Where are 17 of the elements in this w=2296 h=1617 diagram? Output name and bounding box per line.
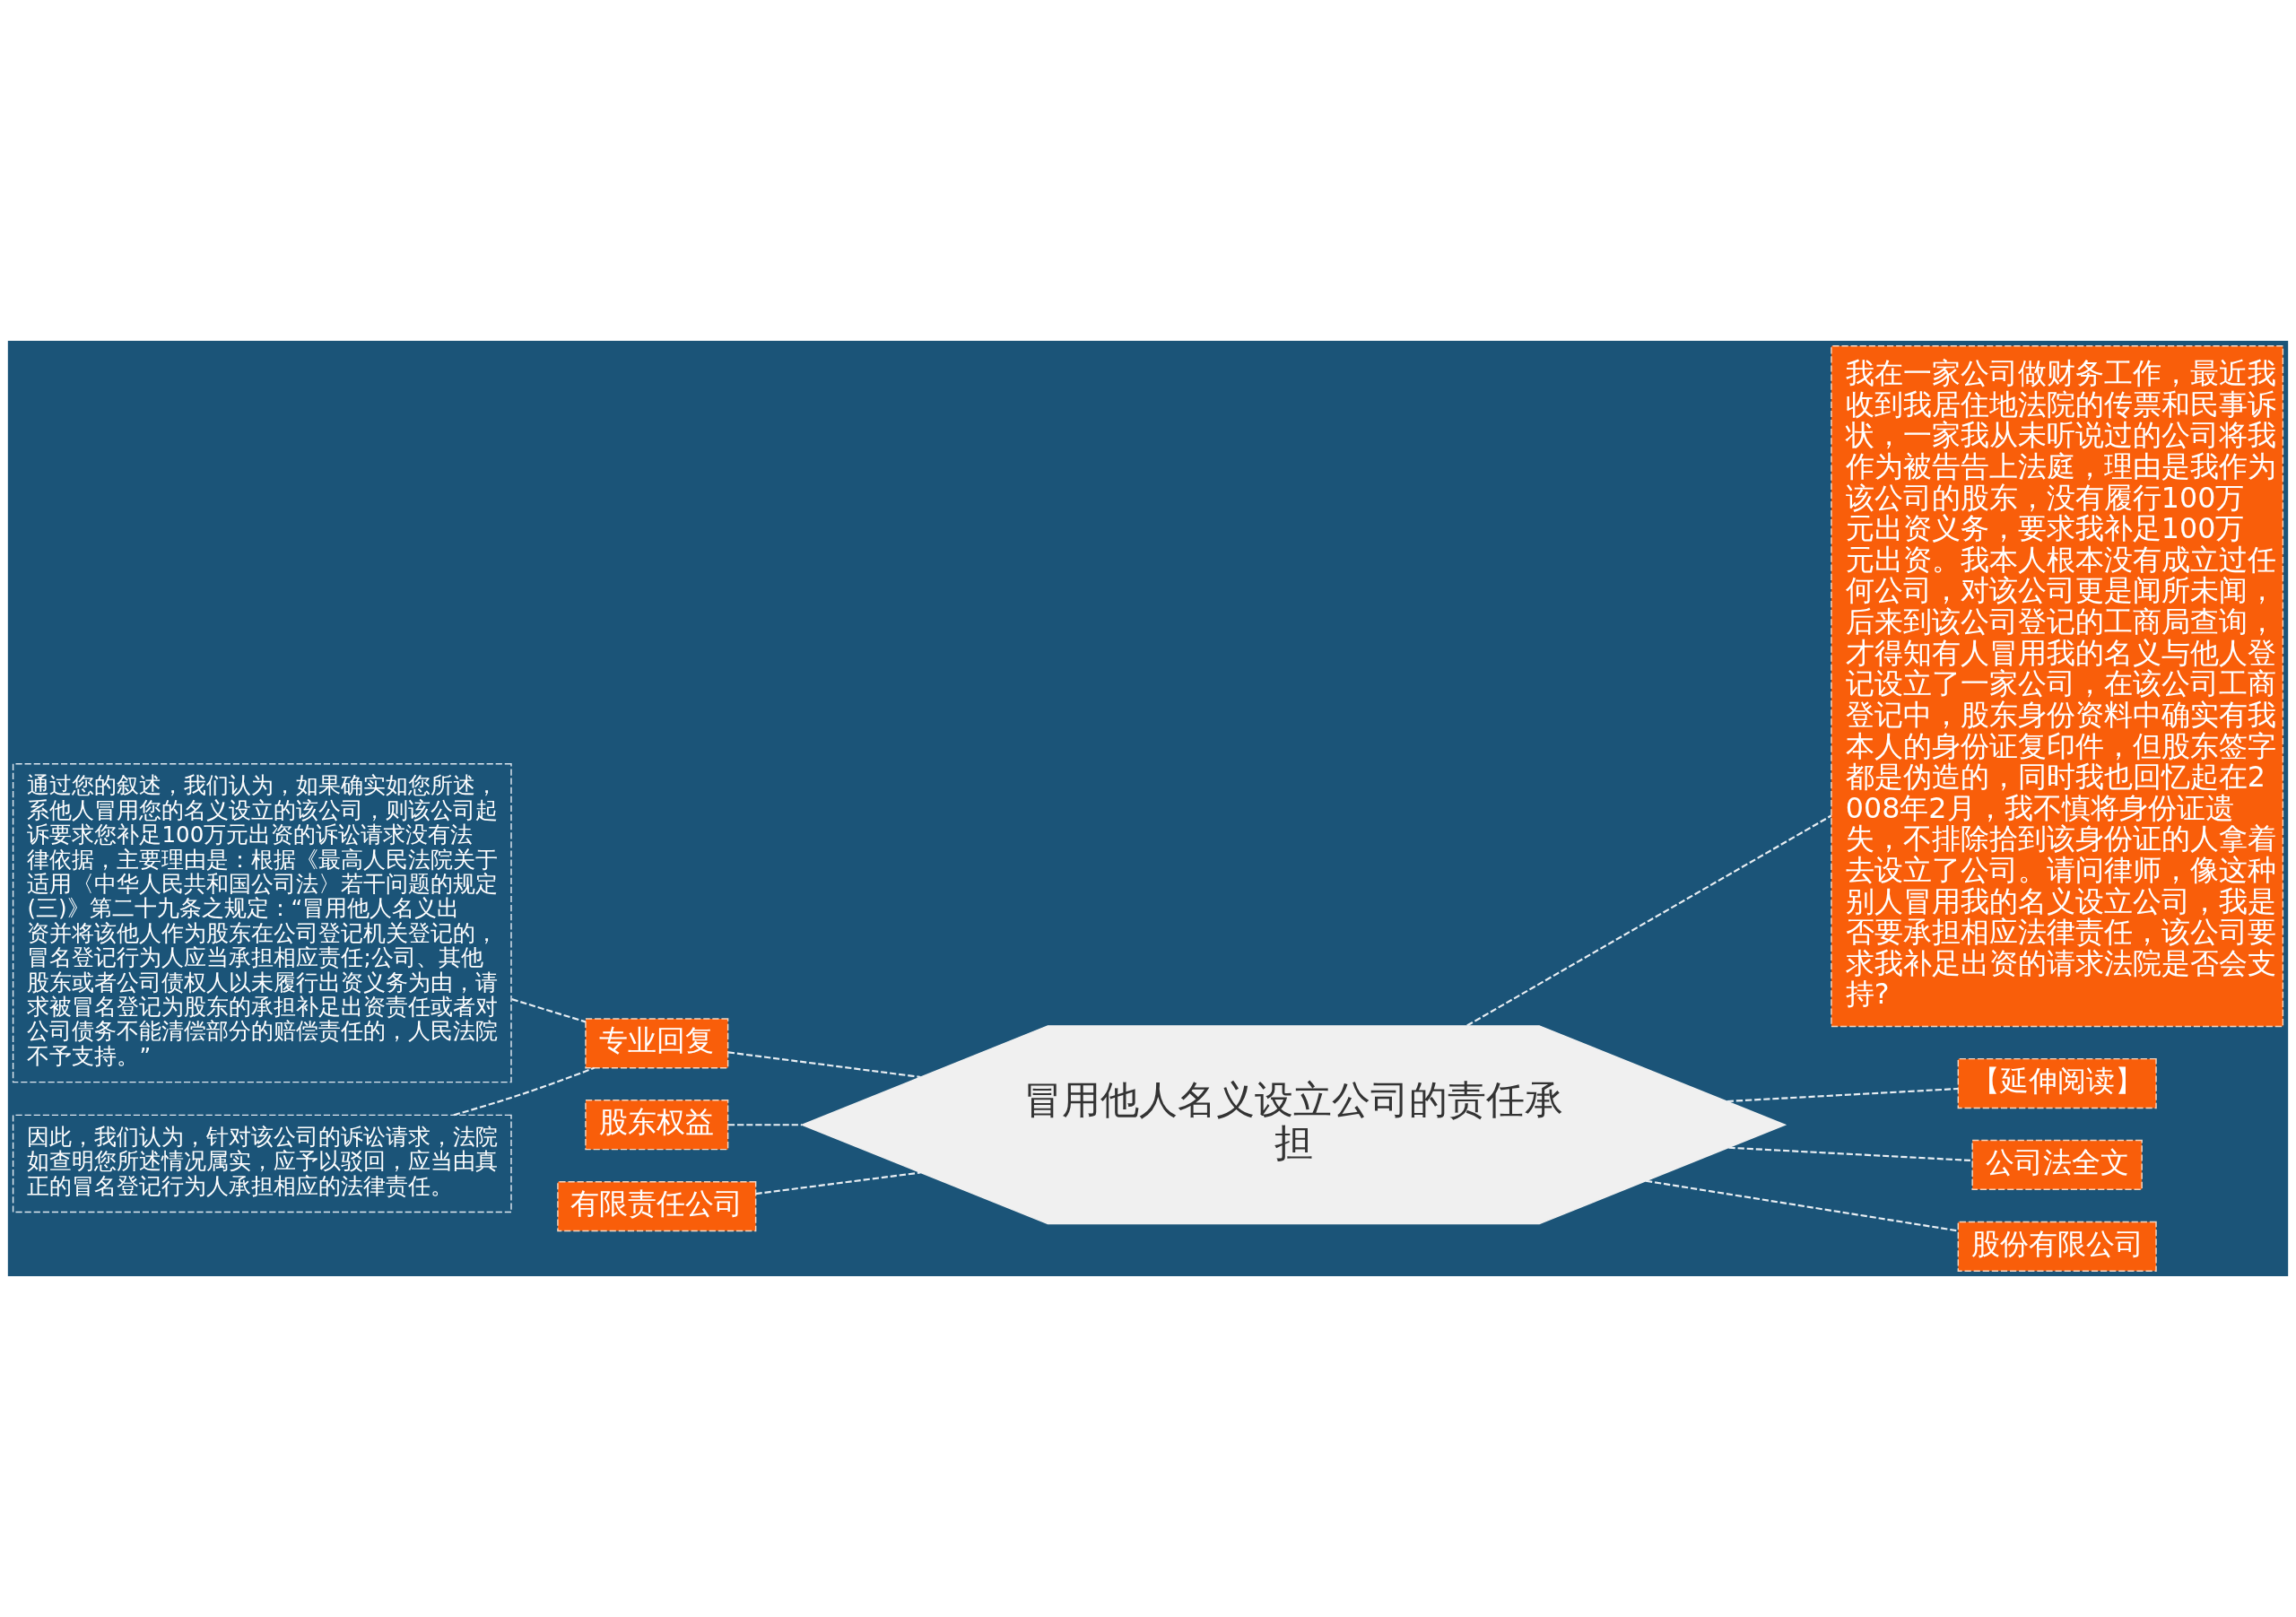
node-box: 股东权益 bbox=[585, 1100, 729, 1151]
node-box: 有限责任公司 bbox=[557, 1180, 757, 1232]
node-box: 【延伸阅读】 bbox=[1957, 1057, 2157, 1109]
connector bbox=[755, 1171, 921, 1195]
connector bbox=[1728, 1146, 1972, 1162]
connector bbox=[1645, 1179, 1959, 1232]
node-box: 股份有限公司 bbox=[1957, 1221, 2157, 1272]
node-box: 通过您的叙述，我们认为，如果确实如您所述，系他人冒用您的名义设立的该公司，则该公司起诉要求您补足100万元出资的诉讼请求没有法律依据，主要理由是：根据《最高人民法院关于适用〈中华人民共和国公司法〉若干问题的规定(三)》第二十九条之规定：“冒用他人名义出资并将该他人作为股东在公司登记机关登记的，冒名登记行为人应当承担相应责任;公司、其他股东或者公司债权人以未履行出资义务为由，请求被冒名登记为股东的承担补足出资责任或者对公司债务不能清偿部分的赔偿责任的，人民法院不予支持。” bbox=[12, 763, 512, 1083]
node-box: 专业回复 bbox=[585, 1018, 729, 1069]
connector bbox=[511, 998, 587, 1023]
node-box: 公司法全文 bbox=[1971, 1139, 2143, 1191]
node-box: 因此，我们认为，针对该公司的诉讼请求，法院如查明您所述情况属实，应予以驳回，应当由真正的冒名登记行为人承担相应的法律责任。 bbox=[12, 1114, 512, 1213]
connector bbox=[1726, 1087, 1959, 1103]
node-box: 我在一家公司做财务工作，最近我收到我居住地法院的传票和民事诉状，一家我从未听说过的公司将我作为被告告上法庭，理由是我作为该公司的股东，没有履行100万元出资义务，要求我补足100万元出资。我本人根本没有成立过任何公司，对该公司更是闻所未闻，后来到该公司登记的工商局查询，才得知有人冒用我的名义与他人登记设立了一家公司，在该公司工商登记中，股东身份资料中确实有我本人的身份证复印件，但股东签字都是伪造的，同时我也回忆起在2008年2月，我不慎将身份证遗失，不排除拾到该身份证的人拿着去设立了公司。请问律师，像这种别人冒用我的名义设立公司，我是否要承担相应法律责任，该公司要求我补足出资的请求法院是否会支持? bbox=[1831, 345, 2284, 1028]
connector bbox=[728, 1124, 803, 1126]
connector bbox=[727, 1051, 921, 1079]
connector bbox=[1466, 814, 1832, 1027]
